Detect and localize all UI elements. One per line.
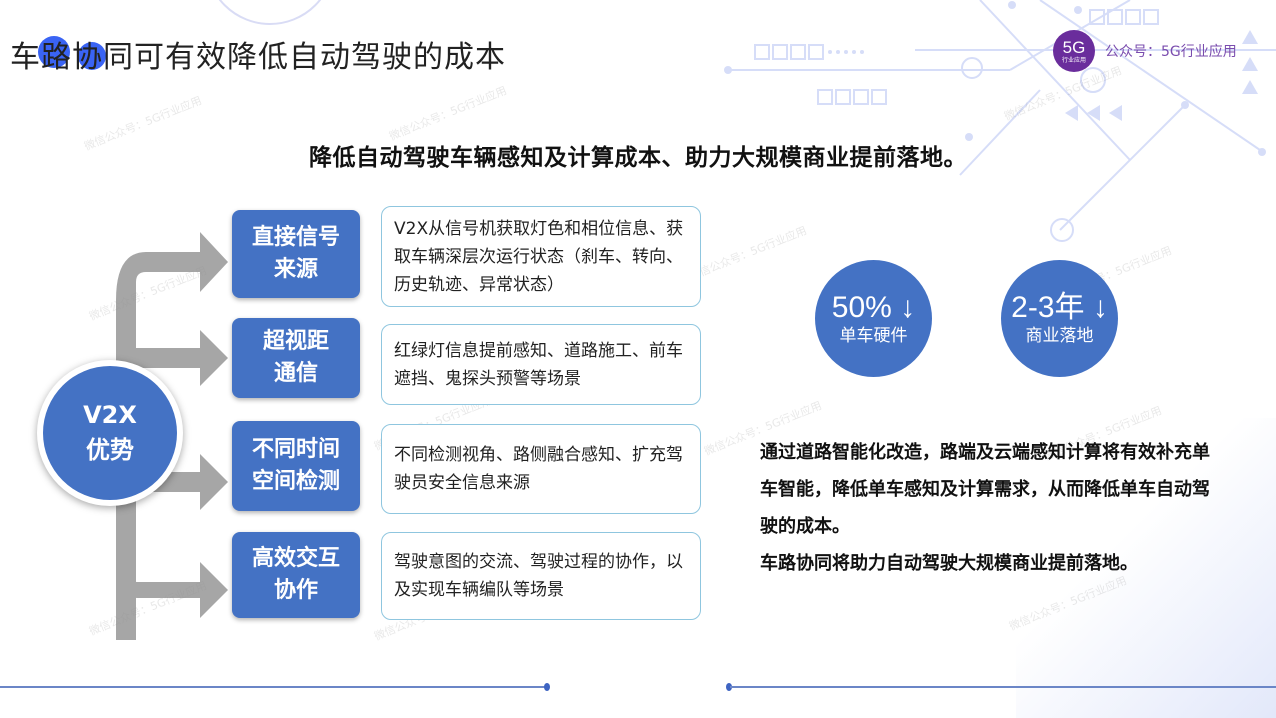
subtitle: 降低自动驾驶车辆感知及计算成本、助力大规模商业提前落地。	[0, 138, 1276, 172]
brand-account-text: 公众号：5G行业应用	[1105, 44, 1237, 60]
summary-paragraph: 车路协同将助力自动驾驶大规模商业提前落地。	[760, 553, 1138, 574]
description-box: 驾驶意图的交流、驾驶过程的协作，以及实现车辆编队等场景	[381, 532, 701, 620]
stat-commercial-landing: 2-3年 ↓ 商业落地	[1001, 260, 1118, 377]
category-box-efficient-interaction: 高效交互 协作	[232, 532, 360, 618]
description-text: 驾驶意图的交流、驾驶过程的协作，以及实现车辆编队等场景	[394, 552, 683, 600]
subtitle-text: 降低自动驾驶车辆感知及计算成本、助力大规模商业提前落地。	[309, 145, 967, 171]
title-decoration-dot	[38, 36, 70, 68]
description-text: 不同检测视角、路侧融合感知、扩充驾驶员安全信息来源	[394, 445, 683, 493]
category-line1: 超视距	[262, 329, 329, 355]
category-box-direct-signal: 直接信号 来源	[232, 210, 360, 298]
summary-paragraph: 通过道路智能化改造，路端及云端感知计算将有效补充单车智能，降低单车感知及计算需求…	[760, 442, 1210, 537]
footer-dot-left	[544, 683, 550, 691]
footer-dot-right	[726, 683, 732, 691]
category-line1: 直接信号	[251, 225, 340, 251]
brand-logo-icon: 5G 行业应用	[1053, 30, 1095, 72]
category-line2: 空间检测	[251, 469, 340, 494]
stat-label: 商业落地	[1025, 325, 1094, 346]
category-line1: 不同时间	[251, 437, 340, 463]
title-decoration-dot	[78, 42, 106, 70]
stat-hardware-cost: 50% ↓ 单车硬件	[815, 260, 932, 377]
stat-value: 2-3年 ↓	[1011, 290, 1108, 324]
hub-line1: V2X	[83, 401, 137, 430]
category-line2: 来源	[273, 257, 318, 282]
description-box: V2X从信号机获取灯色和相位信息、获取车辆深层次运行状态（刹车、转向、历史轨迹、…	[381, 206, 701, 307]
category-line2: 协作	[273, 578, 318, 603]
category-box-beyond-line-of-sight: 超视距 通信	[232, 318, 360, 398]
v2x-hub-circle: V2X 优势	[37, 360, 183, 506]
background-gradient	[1016, 418, 1276, 718]
category-line1: 高效交互	[251, 546, 340, 572]
stat-value: 50% ↓	[831, 290, 916, 324]
footer-divider-right	[730, 686, 1276, 688]
category-box-spatiotemporal-detection: 不同时间 空间检测	[232, 421, 360, 511]
description-text: 红绿灯信息提前感知、道路施工、前车遮挡、鬼探头预警等场景	[394, 340, 683, 389]
description-text: V2X从信号机获取灯色和相位信息、获取车辆深层次运行状态（刹车、转向、历史轨迹、…	[394, 218, 684, 295]
hub-line2: 优势	[86, 436, 134, 464]
slide-title: 车路协同可有效降低自动驾驶的成本	[10, 40, 506, 75]
description-box: 红绿灯信息提前感知、道路施工、前车遮挡、鬼探头预警等场景	[381, 324, 701, 405]
footer-divider-left	[0, 686, 546, 688]
brand-logo-subtext: 行业应用	[1061, 56, 1086, 64]
brand-logo-text: 5G	[1062, 37, 1086, 57]
summary-text-block: 通过道路智能化改造，路端及云端感知计算将有效补充单车智能，降低单车感知及计算需求…	[760, 434, 1220, 582]
brand-badge: 5G 行业应用 公众号：5G行业应用	[1053, 30, 1237, 72]
v2x-hub-inner: V2X 优势	[43, 366, 177, 500]
category-line2: 通信	[273, 361, 318, 386]
description-box: 不同检测视角、路侧融合感知、扩充驾驶员安全信息来源	[381, 424, 701, 514]
stat-label: 单车硬件	[839, 325, 908, 346]
